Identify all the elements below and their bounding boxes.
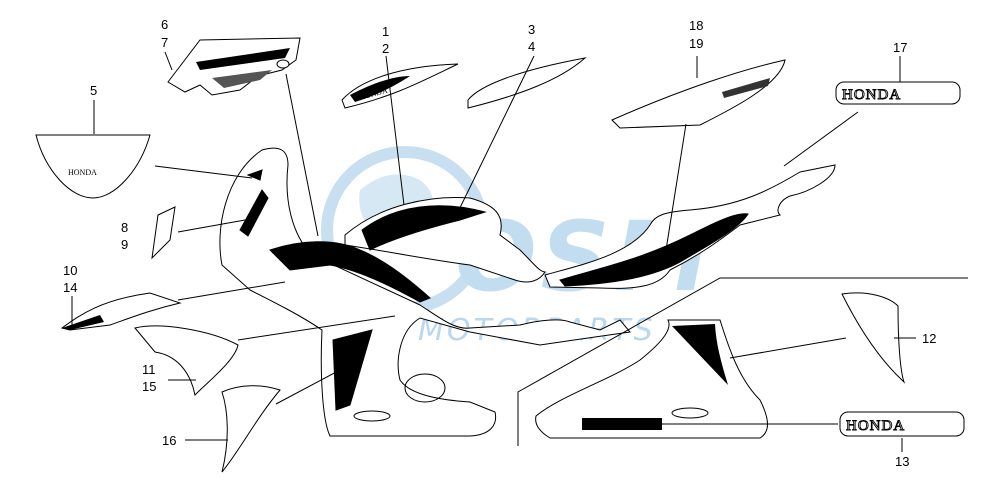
part-lower-decal-11-15 bbox=[134, 325, 239, 397]
leader-6-7b bbox=[285, 73, 319, 237]
leader-5b bbox=[154, 165, 253, 179]
bike-stripe-lower bbox=[332, 329, 373, 411]
part-small-decal-8-9 bbox=[151, 206, 176, 260]
bike-stripe-side bbox=[269, 241, 431, 303]
inset-lower-cowl bbox=[517, 277, 968, 446]
callout-18: 18 bbox=[689, 18, 703, 33]
callout-1: 1 bbox=[382, 24, 389, 39]
tail-decal-shape bbox=[611, 59, 786, 129]
leader-12b bbox=[729, 337, 847, 359]
bike-lower-vent bbox=[353, 410, 391, 422]
part-tank-decal: HONDA bbox=[341, 63, 459, 109]
callout-8: 8 bbox=[121, 220, 128, 235]
leader-18-19b bbox=[665, 123, 687, 251]
tank-decal-stripe bbox=[350, 76, 410, 102]
part-belly-decal-16 bbox=[221, 385, 281, 473]
part-stripe-3-4 bbox=[467, 57, 587, 109]
leader-11-15b bbox=[237, 315, 396, 341]
bike-stripe-tail bbox=[559, 213, 749, 287]
callout-9: 9 bbox=[121, 237, 128, 252]
upper-cowl-decal-stripe bbox=[196, 48, 290, 70]
callout-19: 19 bbox=[689, 36, 703, 51]
side-decal-10-14-stripe bbox=[62, 315, 104, 330]
tail-section bbox=[544, 164, 836, 289]
callout-13: 13 bbox=[895, 454, 909, 469]
windscreen-badge-shape bbox=[35, 134, 151, 199]
upper-cowl-decal-hole bbox=[276, 59, 290, 69]
callout-numbers: 1 2 3 4 5 6 7 8 9 10 14 11 15 16 12 13 1… bbox=[63, 17, 936, 469]
honda-emblem-13-plate bbox=[839, 411, 965, 437]
honda-emblem-17-plate bbox=[835, 81, 961, 105]
leader-10-14b bbox=[177, 281, 286, 301]
honda-emblem-13-text: HONDA bbox=[846, 418, 905, 434]
front-cowl bbox=[219, 147, 631, 437]
part-decal-12 bbox=[841, 292, 906, 384]
part-side-decal-10-14 bbox=[60, 292, 182, 331]
honda-emblem-17-text: HONDA bbox=[842, 87, 901, 103]
inset-vent bbox=[671, 407, 709, 419]
callout-5: 5 bbox=[90, 83, 97, 98]
leader-3-4 bbox=[454, 55, 535, 219]
callout-12: 12 bbox=[922, 331, 936, 346]
leader-8-9 bbox=[177, 219, 246, 233]
windscreen-badge-text: HONDA bbox=[68, 168, 97, 177]
tank-decal-shape bbox=[341, 63, 459, 109]
callout-4: 4 bbox=[528, 39, 535, 54]
inset-stripe bbox=[672, 324, 728, 385]
callout-6: 6 bbox=[161, 17, 168, 32]
part-honda-emblem-17: HONDA bbox=[835, 81, 961, 105]
upper-cowl-decal-hatch bbox=[212, 70, 272, 88]
bike-wheel-arch bbox=[404, 373, 446, 403]
inset-honda-plate bbox=[582, 418, 662, 430]
part-honda-emblem-13: HONDA bbox=[839, 411, 965, 437]
callout-2: 2 bbox=[382, 41, 389, 56]
bike-cowl-vent bbox=[239, 189, 269, 237]
callout-17: 17 bbox=[893, 40, 907, 55]
part-tail-decal bbox=[611, 59, 786, 129]
leader-lines bbox=[71, 51, 916, 452]
leader-1-2 bbox=[385, 55, 405, 206]
bike-stripe-tank bbox=[361, 205, 487, 251]
callout-16: 16 bbox=[162, 433, 176, 448]
callout-3: 3 bbox=[528, 22, 535, 37]
callout-14: 14 bbox=[63, 280, 77, 295]
part-upper-cowl-decal bbox=[167, 37, 301, 96]
leader-17b bbox=[783, 111, 859, 167]
callout-7: 7 bbox=[161, 35, 168, 50]
tail-decal-lettering bbox=[722, 78, 770, 98]
callout-11: 11 bbox=[142, 362, 156, 377]
bike-cowl-mark bbox=[246, 169, 263, 181]
leader-16b bbox=[275, 369, 341, 405]
leader-6-7 bbox=[164, 51, 173, 71]
fairing-main bbox=[219, 147, 836, 437]
part-windscreen-badge: HONDA bbox=[35, 134, 151, 199]
inset-divider bbox=[517, 277, 968, 446]
callout-10: 10 bbox=[63, 263, 77, 278]
callout-15: 15 bbox=[142, 379, 156, 394]
